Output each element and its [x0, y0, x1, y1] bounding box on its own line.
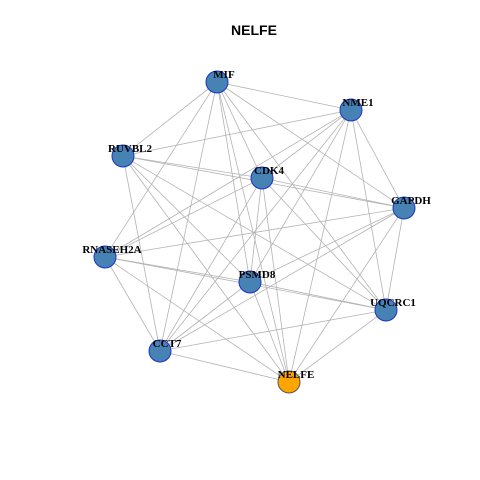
- edge-uqcrc1-nelfe: [288, 309, 387, 383]
- node-uqcrc1[interactable]: [374, 298, 398, 322]
- node-label-uqcrc1: UQCRC1: [370, 297, 416, 309]
- edge-gapdh-cct7: [159, 207, 405, 352]
- edge-gapdh-rnaseh2a: [104, 207, 405, 258]
- edge-cdk4-psmd8: [249, 177, 263, 283]
- node-mif[interactable]: [205, 70, 229, 94]
- edge-cdk4-uqcrc1: [261, 177, 387, 311]
- edge-rnaseh2a-cct7: [104, 256, 161, 352]
- edge-mif-cct7: [159, 81, 218, 352]
- edge-mif-rnaseh2a: [104, 81, 218, 258]
- edge-cdk4-rnaseh2a: [104, 177, 263, 258]
- node-psmd8[interactable]: [238, 270, 262, 294]
- node-label-cct7: CCT7: [153, 338, 182, 350]
- edge-rnaseh2a-nelfe: [104, 256, 290, 383]
- edge-mif-gapdh: [216, 81, 405, 209]
- node-label-nelfe: NELFE: [278, 369, 315, 381]
- node-ruvbl2[interactable]: [111, 144, 135, 168]
- edge-cct7-nelfe: [159, 350, 290, 383]
- edge-ruvbl2-uqcrc1: [122, 155, 387, 311]
- edge-psmd8-uqcrc1: [249, 281, 387, 311]
- edge-nme1-cct7: [159, 109, 352, 352]
- edge-psmd8-nelfe: [249, 281, 290, 383]
- node-cct7[interactable]: [148, 339, 172, 363]
- node-nelfe[interactable]: [277, 370, 301, 394]
- node-label-gapdh: GAPDH: [391, 195, 431, 207]
- edge-ruvbl2-cct7: [122, 155, 161, 352]
- edge-nme1-psmd8: [249, 109, 352, 283]
- edge-psmd8-cct7: [159, 281, 251, 352]
- edge-ruvbl2-nelfe: [122, 155, 290, 383]
- edge-ruvbl2-cdk4: [122, 155, 263, 179]
- node-nme1[interactable]: [339, 98, 363, 122]
- node-label-nme1: NME1: [342, 97, 373, 109]
- node-layer: [93, 70, 416, 394]
- node-label-psmd8: PSMD8: [239, 269, 276, 281]
- node-label-rnaseh2a: RNASEH2A: [82, 244, 141, 256]
- node-rnaseh2a[interactable]: [93, 245, 117, 269]
- edge-gapdh-psmd8: [249, 207, 405, 283]
- edge-mif-cdk4: [216, 81, 263, 179]
- edge-gapdh-uqcrc1: [385, 207, 405, 311]
- edge-gapdh-nelfe: [288, 207, 405, 383]
- edge-nme1-rnaseh2a: [104, 109, 352, 258]
- edge-mif-ruvbl2: [122, 81, 218, 157]
- edge-nme1-cdk4: [261, 109, 352, 179]
- edge-mif-uqcrc1: [216, 81, 387, 311]
- node-label-cdk4: CDK4: [254, 165, 284, 177]
- edge-mif-psmd8: [216, 81, 251, 283]
- edge-cdk4-gapdh: [261, 177, 405, 209]
- edge-nme1-gapdh: [350, 109, 405, 209]
- node-label-mif: MIF: [213, 69, 235, 81]
- edge-nme1-uqcrc1: [350, 109, 387, 311]
- edge-ruvbl2-psmd8: [122, 155, 251, 283]
- node-cdk4[interactable]: [250, 166, 274, 190]
- node-gapdh[interactable]: [392, 196, 416, 220]
- edge-uqcrc1-cct7: [159, 309, 387, 352]
- edge-layer: [104, 81, 405, 383]
- edge-cdk4-nelfe: [261, 177, 290, 383]
- node-label-ruvbl2: RUVBL2: [108, 143, 153, 155]
- edge-cdk4-cct7: [159, 177, 263, 352]
- graph-title: NELFE: [231, 22, 277, 38]
- edge-nme1-ruvbl2: [122, 109, 352, 157]
- edge-nme1-nelfe: [288, 109, 352, 383]
- edge-mif-nme1: [216, 81, 352, 111]
